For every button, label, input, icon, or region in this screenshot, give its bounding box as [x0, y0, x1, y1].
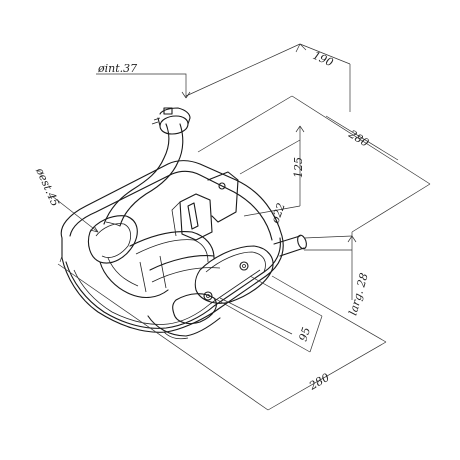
dimension-lines — [51, 43, 431, 411]
inlet-external-diameter-label: øest.45 — [33, 165, 62, 208]
muffler-body — [60, 160, 284, 340]
outlet-offset-label: 95 — [296, 326, 313, 343]
outlet-pipe — [273, 234, 307, 257]
inlet-internal-diameter-label: øint.37 — [97, 62, 137, 75]
length-bottom-label: 280 — [306, 371, 332, 393]
height-label: 125 — [292, 157, 305, 178]
outlet-diameter-label: ø22 — [268, 201, 288, 226]
outlet-width-label: larg. 28 — [346, 272, 370, 317]
depth-top-label: 190 — [311, 49, 335, 69]
inlet-pipe — [103, 107, 191, 227]
